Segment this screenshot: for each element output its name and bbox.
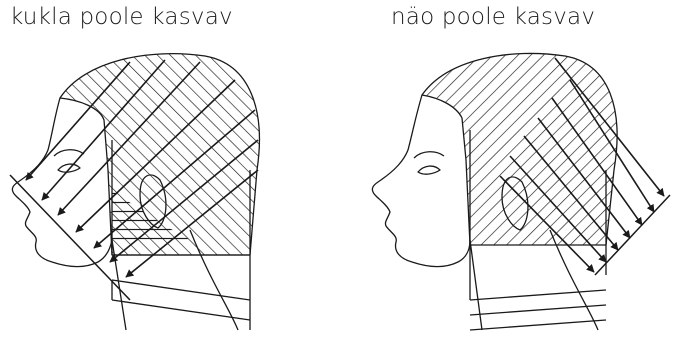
eye-left bbox=[57, 163, 81, 173]
caption-left: kukla poole kasvav bbox=[10, 4, 233, 30]
arrows-left bbox=[25, 59, 259, 278]
guide-line-left bbox=[9, 174, 131, 301]
face-outline-right bbox=[371, 94, 471, 268]
hair-cap-right bbox=[421, 52, 618, 246]
arrow-icon bbox=[569, 79, 655, 213]
arrow-icon bbox=[25, 61, 131, 181]
caption-right: näo poole kasvav bbox=[391, 4, 596, 30]
arrow-icon bbox=[57, 61, 201, 216]
arrow-icon bbox=[523, 135, 619, 251]
arrow-icon bbox=[109, 139, 259, 263]
arrow-icon bbox=[125, 169, 259, 278]
eye-right bbox=[417, 165, 441, 175]
ear-right bbox=[501, 176, 529, 231]
arrow-icon bbox=[537, 117, 631, 239]
arrow-icon bbox=[41, 59, 166, 201]
head-right bbox=[371, 52, 671, 331]
arrow-icon bbox=[499, 175, 595, 273]
face-outline-left bbox=[11, 97, 113, 268]
arrows-right bbox=[499, 57, 665, 273]
guide-line-right bbox=[594, 194, 671, 276]
ear-left bbox=[139, 174, 167, 229]
arrow-icon bbox=[551, 97, 643, 226]
nape-hatch-left bbox=[112, 190, 200, 245]
arrow-icon bbox=[93, 109, 256, 249]
arrow-icon bbox=[509, 155, 607, 263]
neck-right bbox=[469, 239, 483, 331]
arrow-icon bbox=[75, 79, 236, 233]
arrow-icon bbox=[554, 57, 665, 197]
